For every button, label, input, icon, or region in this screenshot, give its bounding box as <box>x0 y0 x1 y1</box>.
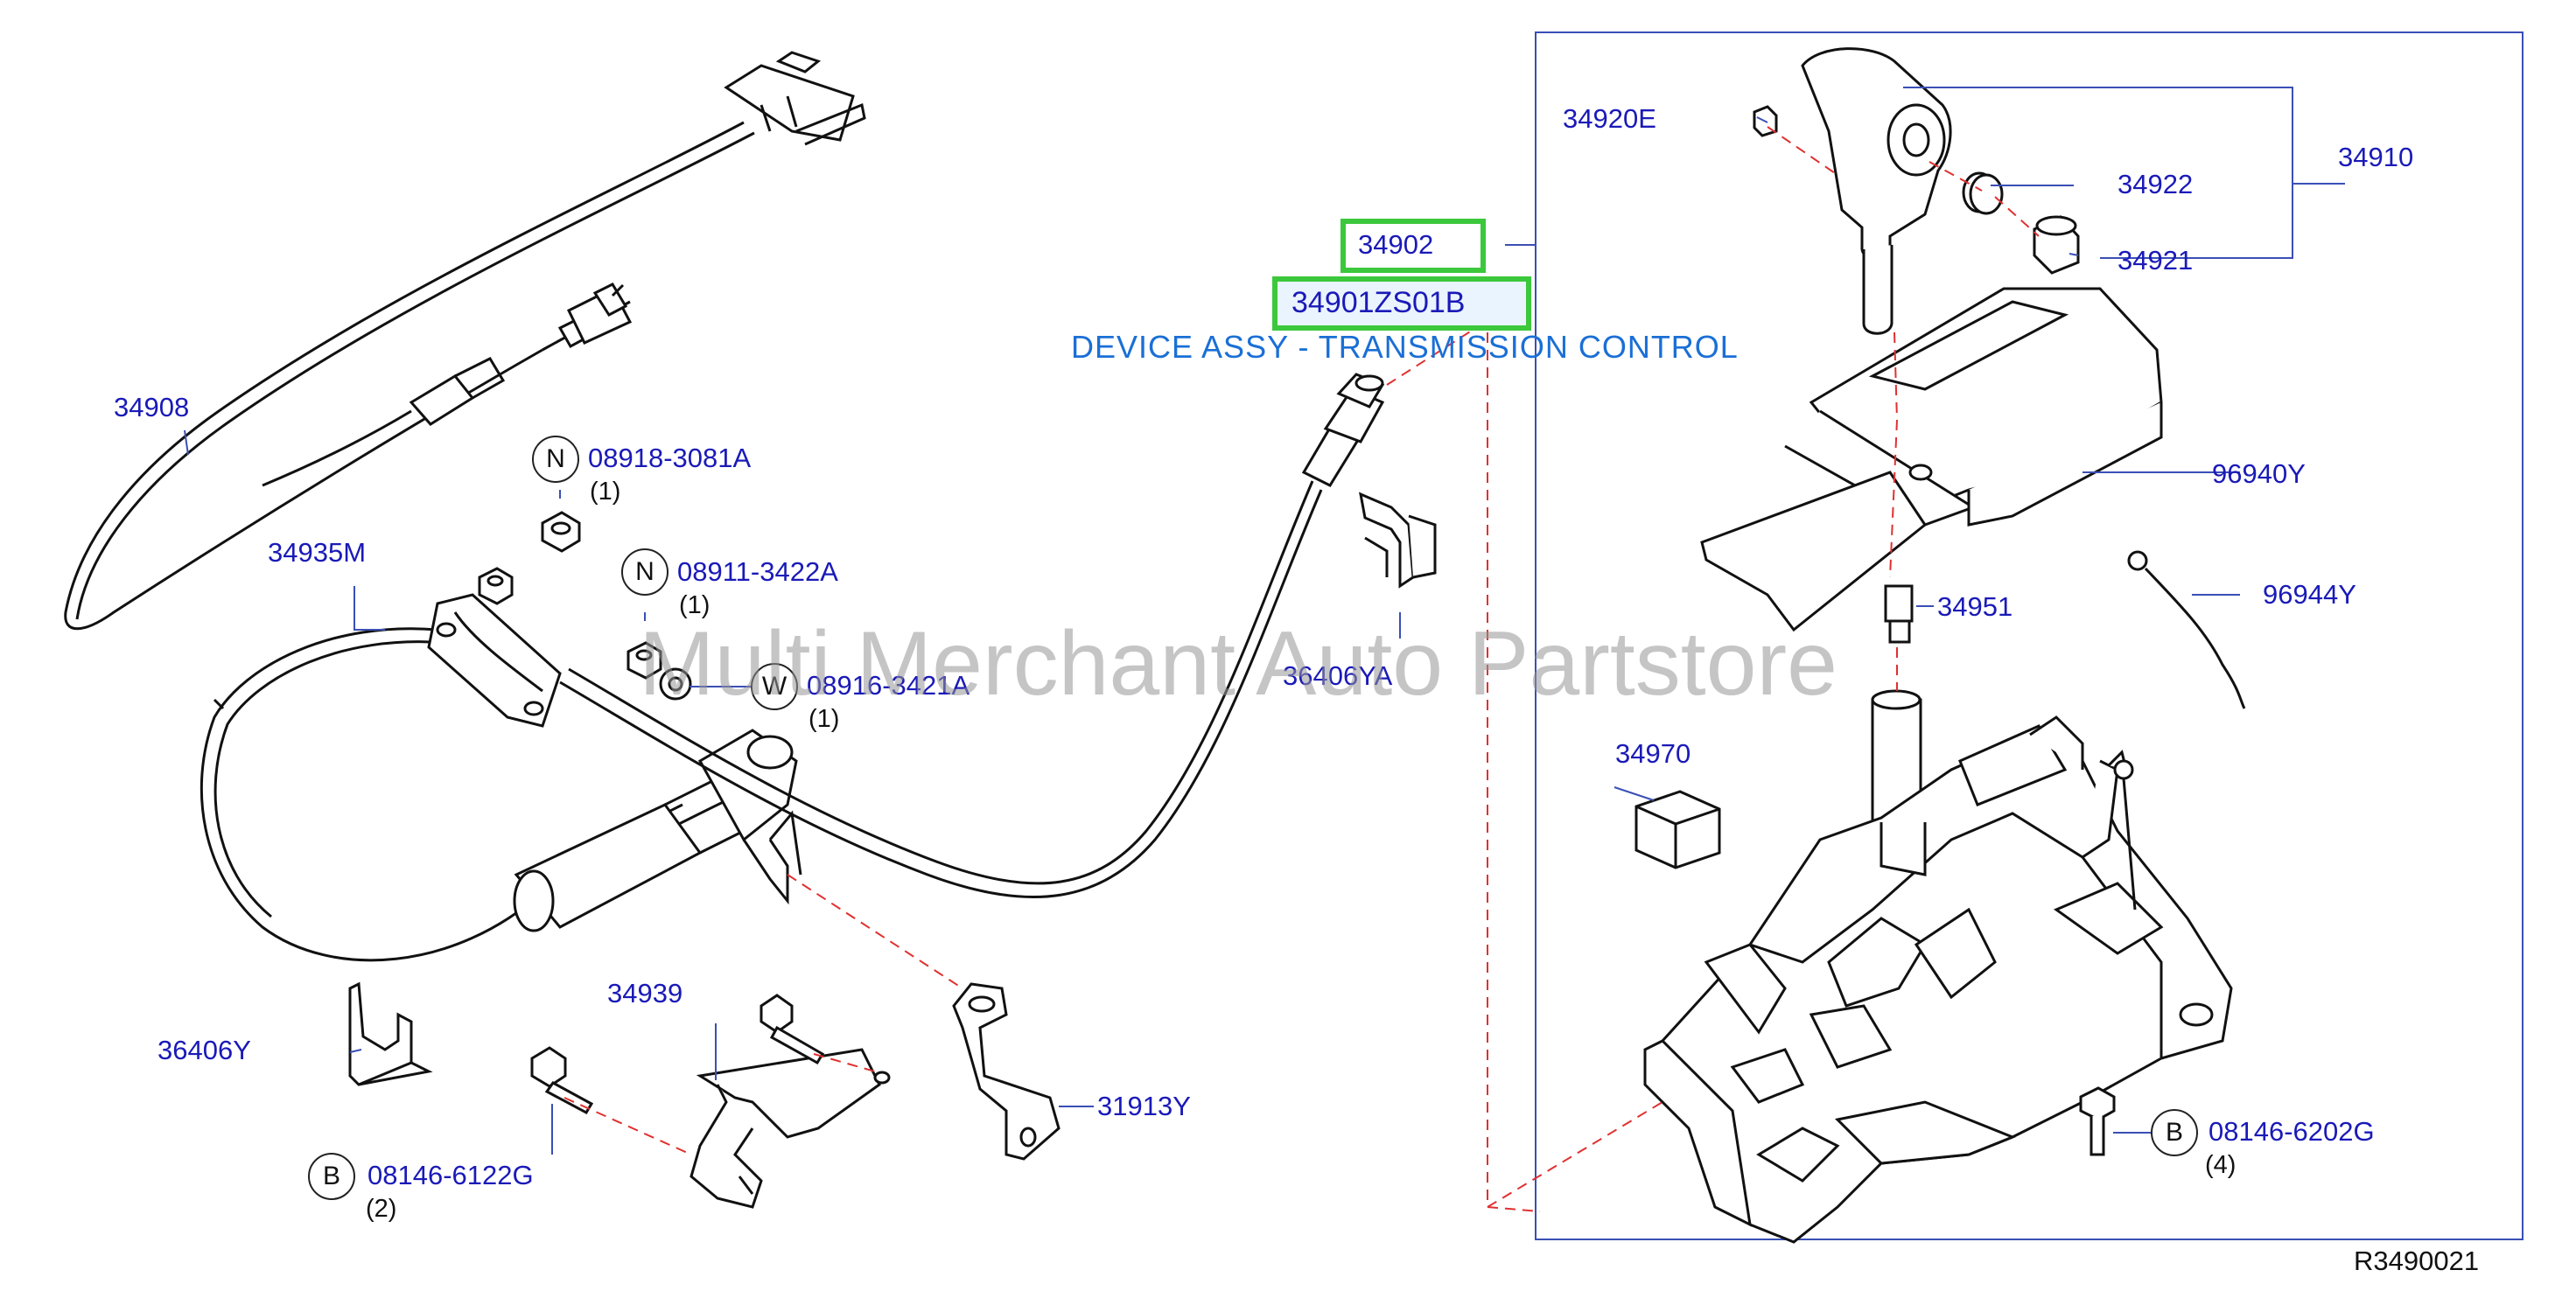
cable-34935M <box>200 593 802 962</box>
label-34922[interactable]: 34922 <box>2118 169 2194 199</box>
diagram-reference: R3490021 <box>2354 1246 2480 1276</box>
bush-34922 <box>1962 171 2004 215</box>
badge-washer: W <box>751 663 798 710</box>
highlight-34901ZS01B <box>1272 276 1531 331</box>
badge-bolt-1: B <box>308 1153 355 1200</box>
qty-08146-6122G: (2) <box>366 1195 397 1223</box>
label-34920e[interactable]: 34920E <box>1563 103 1656 134</box>
bolt-08146-6202G <box>2079 1086 2116 1156</box>
label-08146-6202G[interactable]: 08146-6202G <box>2208 1116 2375 1147</box>
label-34970[interactable]: 34970 <box>1615 738 1691 769</box>
label-34939[interactable]: 34939 <box>607 978 683 1008</box>
label-34910[interactable]: 34910 <box>2338 142 2414 172</box>
qty-08146-6202G: (4) <box>2205 1151 2236 1179</box>
leader-lines <box>184 87 2345 1155</box>
nut-loose <box>478 567 514 605</box>
label-08911-3422A[interactable]: 08911-3422A <box>677 556 838 587</box>
switch-34951 <box>1884 584 1914 644</box>
label-34935m[interactable]: 34935M <box>268 537 367 568</box>
assembly-frame <box>1535 31 2524 1240</box>
part-description: DEVICE ASSY - TRANSMISSION CONTROL <box>1071 329 1739 365</box>
bracket-34939 <box>690 1048 891 1209</box>
clip-36406Y <box>348 981 433 1086</box>
harness-96944Y <box>2127 550 2246 709</box>
label-34908[interactable]: 34908 <box>114 392 190 422</box>
shift-knob-34910 <box>1801 47 1952 335</box>
badge-nut-2: N <box>621 548 668 596</box>
qty-08918-3081A: (1) <box>590 478 621 506</box>
washer-08916-3421A <box>659 667 692 701</box>
nut-08918-3081A <box>541 511 581 553</box>
badge-nut-1: N <box>532 436 579 483</box>
indicator-96940Y <box>1700 287 2163 632</box>
label-08918-3081A[interactable]: 08918-3081A <box>588 443 752 473</box>
cap-34921 <box>2033 215 2080 275</box>
bolt-08146-6122G <box>530 1046 594 1114</box>
label-34902[interactable]: 34902 <box>1358 229 1434 260</box>
label-36406y[interactable]: 36406Y <box>158 1035 251 1065</box>
clip-36406YA <box>1359 492 1437 589</box>
label-96940y[interactable]: 96940Y <box>2212 458 2306 489</box>
highlight-34902 <box>1340 219 1486 273</box>
cable-34908 <box>64 51 866 631</box>
label-08916-3421A[interactable]: 08916-3421A <box>807 670 970 701</box>
label-34901ZS01B[interactable]: 34901ZS01B <box>1292 286 1466 319</box>
qty-08916-3421A: (1) <box>808 705 840 733</box>
watermark: Multi Merchant Auto Partstore <box>639 613 1838 715</box>
module-34970 <box>1634 790 1721 869</box>
badge-bolt-2: B <box>2151 1109 2198 1156</box>
label-36406ya[interactable]: 36406YA <box>1283 660 1393 691</box>
control-cable <box>559 373 1385 899</box>
bracket-31913Y <box>952 982 1060 1161</box>
nut-08911-3422A <box>626 641 662 680</box>
label-31913y[interactable]: 31913Y <box>1097 1091 1191 1121</box>
label-34951[interactable]: 34951 <box>1937 591 2013 622</box>
label-34921[interactable]: 34921 <box>2118 245 2194 276</box>
shifter-base <box>1643 689 2233 1244</box>
bolt-upper <box>760 994 825 1065</box>
label-08146-6122G[interactable]: 08146-6122G <box>368 1160 534 1190</box>
qty-08911-3422A: (1) <box>679 591 710 619</box>
label-96944y[interactable]: 96944Y <box>2263 579 2356 610</box>
